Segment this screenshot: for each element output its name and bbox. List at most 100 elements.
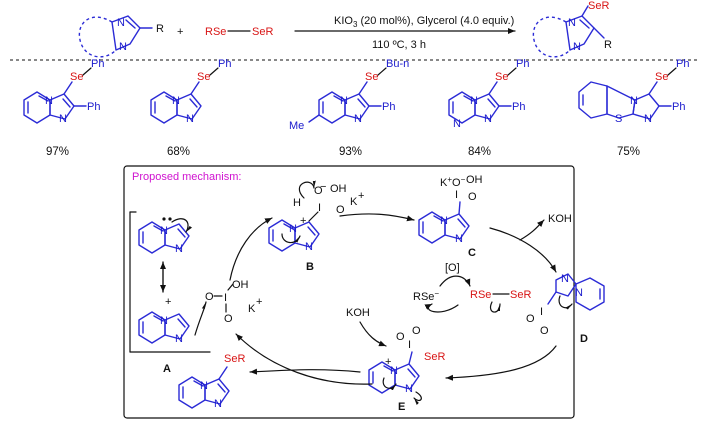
me-label: Me: [289, 120, 304, 132]
label-a: A: [163, 363, 171, 375]
rse-label: RSe: [205, 26, 226, 38]
i-label: I: [318, 202, 321, 214]
i-label: I: [455, 189, 458, 201]
ph-label: Ph: [672, 101, 685, 113]
se-label: Se: [197, 71, 210, 83]
se-label: Se: [365, 71, 378, 83]
n-label: N: [630, 95, 638, 107]
yield-label: 75%: [617, 146, 640, 158]
oh-label: OH: [466, 174, 483, 186]
n-label: N: [117, 17, 125, 29]
intermediate-a: N N + N N A: [129, 211, 211, 375]
yield-label: 68%: [167, 146, 190, 158]
ph-label: Ph: [218, 58, 231, 70]
se-label: Se: [495, 71, 508, 83]
ph-label: Ph: [676, 58, 689, 70]
ser-label: SeR: [224, 353, 245, 365]
i-label: I: [408, 339, 411, 351]
n-label: N: [45, 95, 53, 107]
condition-temp: 110 ºC, 3 h: [372, 39, 426, 51]
ph-label: Ph: [516, 58, 529, 70]
rse-label: RSe: [470, 289, 491, 301]
oh-label: OH: [330, 183, 347, 195]
n-label: N: [200, 380, 208, 392]
ph-label: Ph: [91, 58, 104, 70]
n-label: N: [160, 315, 168, 327]
ph-label: Ph: [512, 101, 525, 113]
intermediate-b: N N + H I O − OH O K + B: [268, 180, 364, 273]
product-4: N N N Se Ph Ph 84%: [448, 58, 529, 158]
yield-label: 93%: [339, 146, 362, 158]
koh-label: KOH: [346, 307, 370, 319]
ph-label: Ph: [87, 101, 100, 113]
n-label: N: [175, 243, 183, 255]
o-label: O: [205, 291, 214, 303]
n-label: N: [575, 287, 583, 299]
ser-label: SeR: [510, 289, 531, 301]
plus-label: +: [165, 296, 171, 308]
k-label: K: [350, 196, 358, 208]
n-label: N: [568, 17, 576, 29]
intermediate-e: N + N I O O SeR E: [368, 325, 445, 413]
final-product: N N SeR: [178, 353, 245, 410]
label-c: C: [468, 247, 476, 259]
product-5: N N S Se Ph Ph 75%: [578, 58, 689, 158]
h-label: H: [293, 197, 301, 209]
n-label: N: [175, 333, 183, 345]
n-label: N: [484, 113, 492, 125]
plus-label: +: [385, 356, 391, 368]
product-imidazole: N N SeR R: [532, 0, 612, 58]
ko-label: K+O−: [440, 175, 466, 189]
product-2: N N Se Ph 68%: [150, 58, 231, 158]
n-label: N: [305, 241, 313, 253]
k-label: K: [248, 303, 256, 315]
iodate-anion: O I OH O K +: [194, 279, 262, 336]
n-label: N: [172, 95, 180, 107]
yield-label: 97%: [46, 146, 69, 158]
n-label: N: [186, 113, 194, 125]
label-b: B: [306, 261, 314, 273]
i-label: I: [224, 292, 227, 304]
product-1: N N Se Ph Ph 97%: [23, 58, 104, 158]
diselenide-cycle: [O] RSe− RSe SeR: [413, 262, 531, 313]
mechanism-box: [123, 165, 575, 419]
n-label: N: [455, 233, 463, 245]
o-label: O: [224, 313, 233, 325]
plus-label: +: [300, 215, 306, 227]
n-label: N: [390, 365, 398, 377]
o-label: O: [412, 325, 421, 337]
label-d: D: [580, 333, 588, 345]
cycle-arrows: [229, 213, 557, 385]
n-label: N: [453, 118, 461, 130]
oxidant-label: [O]: [445, 262, 460, 274]
rse-minus-label: RSe−: [413, 289, 439, 303]
diselenide-reagent: RSe SeR: [205, 26, 273, 38]
o-label: O: [540, 325, 549, 337]
o-label: O: [396, 331, 405, 343]
o-label: O: [468, 191, 477, 203]
n-label: N: [440, 215, 448, 227]
n-label: N: [573, 41, 581, 53]
n-label: N: [644, 113, 652, 125]
bu-label: Bu-n: [386, 58, 409, 70]
n-label: N: [59, 113, 67, 125]
koh-label: KOH: [548, 213, 572, 225]
s-label: S: [615, 113, 622, 125]
n-label: N: [470, 95, 478, 107]
n-label: N: [289, 223, 297, 235]
svg-text:−: −: [320, 181, 326, 193]
reaction-arrow: KIO3 (20 mol%), Glycerol (4.0 equiv.) 11…: [294, 15, 516, 51]
r-label: R: [156, 23, 164, 35]
product-3: N N Se Bu-n Ph Me 93%: [289, 58, 409, 158]
ph-label: Ph: [382, 101, 395, 113]
n-label: N: [160, 225, 168, 237]
yield-label: 84%: [468, 146, 491, 158]
mechanism-title: Proposed mechanism:: [132, 171, 241, 183]
n-label: N: [119, 41, 127, 53]
n-label: N: [354, 113, 362, 125]
svg-text:+: +: [358, 190, 364, 202]
n-label: N: [405, 383, 413, 395]
n-label: N: [561, 273, 569, 285]
se-label: Se: [655, 71, 668, 83]
